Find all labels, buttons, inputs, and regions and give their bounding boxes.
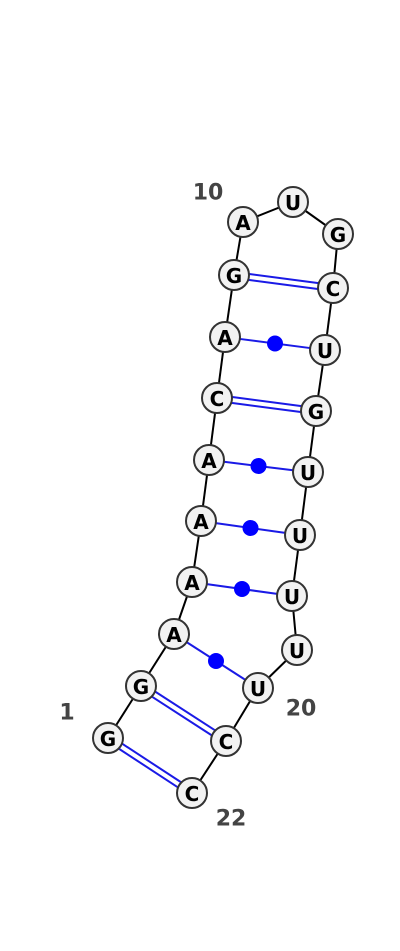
nucleotide-circle — [277, 186, 309, 218]
base-pairs — [118, 272, 319, 789]
nucleotide-circle — [292, 456, 324, 488]
nucleotide-letter: U — [289, 639, 305, 663]
nucleotide-letter: A — [166, 623, 182, 647]
nucleotide-circle — [227, 206, 259, 238]
base-pair-1-22 — [118, 742, 182, 789]
nucleotide-circle — [193, 444, 225, 476]
nucleotide-9: G — [218, 259, 250, 291]
nucleotide-letter: A — [235, 211, 251, 235]
nucleotide-letter: U — [317, 339, 333, 363]
nucleotide-16: U — [292, 456, 324, 488]
position-label-20: 20 — [286, 697, 317, 722]
wobble-dot — [208, 653, 224, 669]
nucleotide-20: U — [242, 672, 274, 704]
nucleotide-letter: U — [250, 677, 266, 701]
nucleotide-11: U — [277, 186, 309, 218]
nucleotide-letter: U — [300, 461, 316, 485]
nucleotide-letter: U — [292, 524, 308, 548]
nucleotide-letter: G — [226, 264, 242, 288]
nucleotide-circle — [281, 634, 313, 666]
pair-line-b — [121, 742, 182, 784]
nucleotide-21: C — [210, 725, 242, 757]
nucleotide-circle — [242, 672, 274, 704]
pair-line-b — [249, 272, 319, 285]
nucleotide-letter: G — [100, 727, 116, 751]
wobble-pair-3-20 — [186, 641, 246, 681]
position-label-10: 10 — [193, 181, 224, 206]
nucleotide-circle — [317, 272, 349, 304]
nucleotide-4: A — [176, 566, 208, 598]
pair-line-a — [151, 695, 213, 737]
nucleotide-letter: G — [330, 223, 346, 247]
nucleotide-circle — [322, 218, 354, 250]
nucleotide-letter: G — [133, 675, 149, 699]
nucleotide-15: G — [300, 395, 332, 427]
wobble-dot — [267, 335, 283, 352]
nucleotide-letter: C — [326, 277, 341, 301]
pair-line-a — [231, 401, 301, 414]
nucleotide-6: A — [193, 444, 225, 476]
nucleotide-circle — [210, 725, 242, 757]
nucleotide-letter: A — [184, 571, 200, 595]
nucleotide-circle — [92, 722, 124, 754]
nucleotide-circle — [309, 334, 341, 366]
position-labels: 1 10 20 22 — [59, 181, 316, 832]
nucleotide-circle — [284, 519, 316, 551]
nucleotide-circle — [158, 618, 190, 650]
base-pair-9-13 — [248, 272, 319, 291]
nucleotide-circle — [300, 395, 332, 427]
wobble-dot — [242, 520, 259, 536]
nucleotide-14: U — [309, 334, 341, 366]
nucleotide-letter: A — [193, 510, 209, 534]
nucleotide-circle — [209, 321, 241, 353]
nucleotide-5: A — [185, 505, 217, 537]
nucleotide-17: U — [284, 519, 316, 551]
position-label-1: 1 — [59, 701, 74, 726]
pair-line-b — [154, 690, 216, 732]
nucleotide-circle — [218, 259, 250, 291]
nucleotide-letter: C — [219, 730, 234, 754]
nucleotide-letter: G — [308, 400, 324, 424]
nucleotide-letter: C — [210, 387, 225, 411]
nucleotide-19: U — [281, 634, 313, 666]
wobble-dot — [234, 581, 250, 597]
nucleotide-circle — [176, 566, 208, 598]
nucleotide-letter: U — [284, 585, 300, 609]
pair-line-b — [232, 395, 302, 408]
nucleotide-circle — [176, 777, 208, 809]
nucleotide-13: C — [317, 272, 349, 304]
nucleotide-letter: C — [185, 782, 200, 806]
wobble-pair-8-14 — [239, 335, 311, 352]
nucleotide-10: A — [227, 206, 259, 238]
wobble-pair-6-16 — [223, 458, 294, 474]
nucleotide-2: G — [125, 670, 157, 702]
wobble-pair-4-18 — [206, 581, 278, 597]
nucleotide-circle — [201, 382, 233, 414]
pair-line-a — [118, 747, 179, 789]
nucleotide-1: G — [92, 722, 124, 754]
pair-line-a — [248, 278, 318, 291]
nucleotide-7: C — [201, 382, 233, 414]
nucleotide-8: A — [209, 321, 241, 353]
base-pair-2-21 — [151, 690, 216, 737]
nucleotide-letter: A — [217, 326, 233, 350]
nucleotide-circle — [276, 580, 308, 612]
nucleotide-letter: A — [201, 449, 217, 473]
nucleotide-18: U — [276, 580, 308, 612]
wobble-dot — [250, 458, 267, 474]
nucleotide-22: C — [176, 777, 208, 809]
nucleotide-letter: U — [285, 191, 301, 215]
nucleotide-circle — [185, 505, 217, 537]
nucleotide-3: A — [158, 618, 190, 650]
nucleotide-12: G — [322, 218, 354, 250]
nucleotide-circle — [125, 670, 157, 702]
wobble-pair-5-17 — [215, 520, 286, 536]
base-pair-7-15 — [231, 395, 302, 414]
position-label-22: 22 — [216, 807, 247, 832]
